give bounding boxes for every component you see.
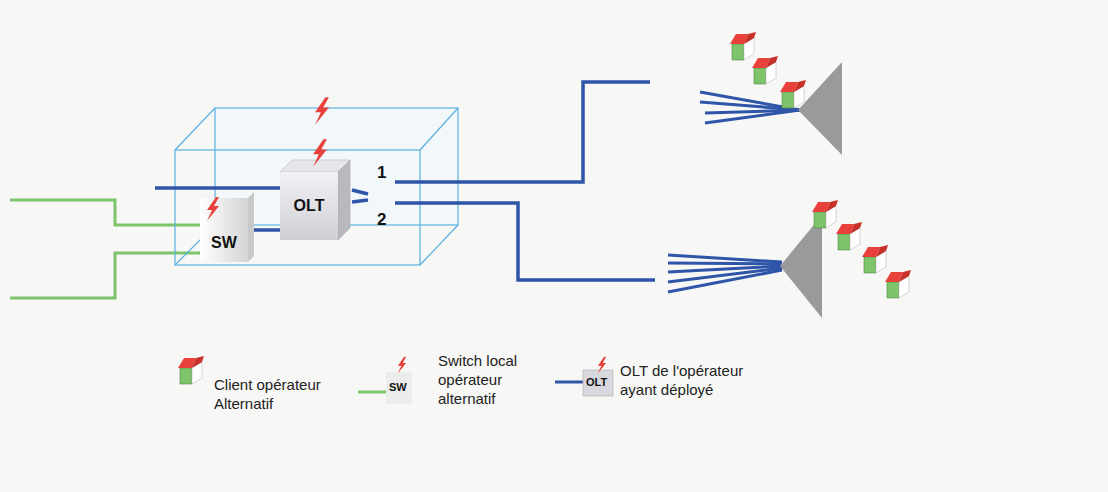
legend-green-line (358, 391, 388, 394)
splitter-lower (668, 200, 911, 318)
green-line (10, 200, 202, 298)
lightning (398, 357, 406, 374)
fiber-connector (254, 228, 280, 232)
splitter-upper (700, 32, 842, 155)
olt-side (338, 160, 350, 240)
legend-olt (583, 370, 613, 396)
legend-text: Switch local opérateur alternatif (438, 352, 553, 408)
node-label: OLT (294, 197, 325, 215)
port-number: 1 (377, 163, 386, 183)
olt-box: OLT (280, 172, 338, 240)
legend-house (178, 356, 204, 384)
lightning (313, 139, 327, 167)
node-label: SW (211, 234, 237, 252)
switch-side (248, 192, 254, 262)
fiber-line (155, 82, 655, 280)
lightning (315, 97, 329, 125)
legend-text: Client opérateur Alternatif (214, 376, 344, 414)
port-number: 2 (377, 210, 386, 230)
legend-icon-label: OLT (586, 376, 607, 388)
lightning (598, 357, 606, 374)
switch-box: SW (200, 198, 248, 262)
legend-switch (386, 372, 412, 404)
legend-text: OLT de l'opérateur ayant déployé (620, 362, 770, 400)
legend-icon-label: SW (389, 381, 407, 393)
legend-blue-line (555, 381, 585, 384)
